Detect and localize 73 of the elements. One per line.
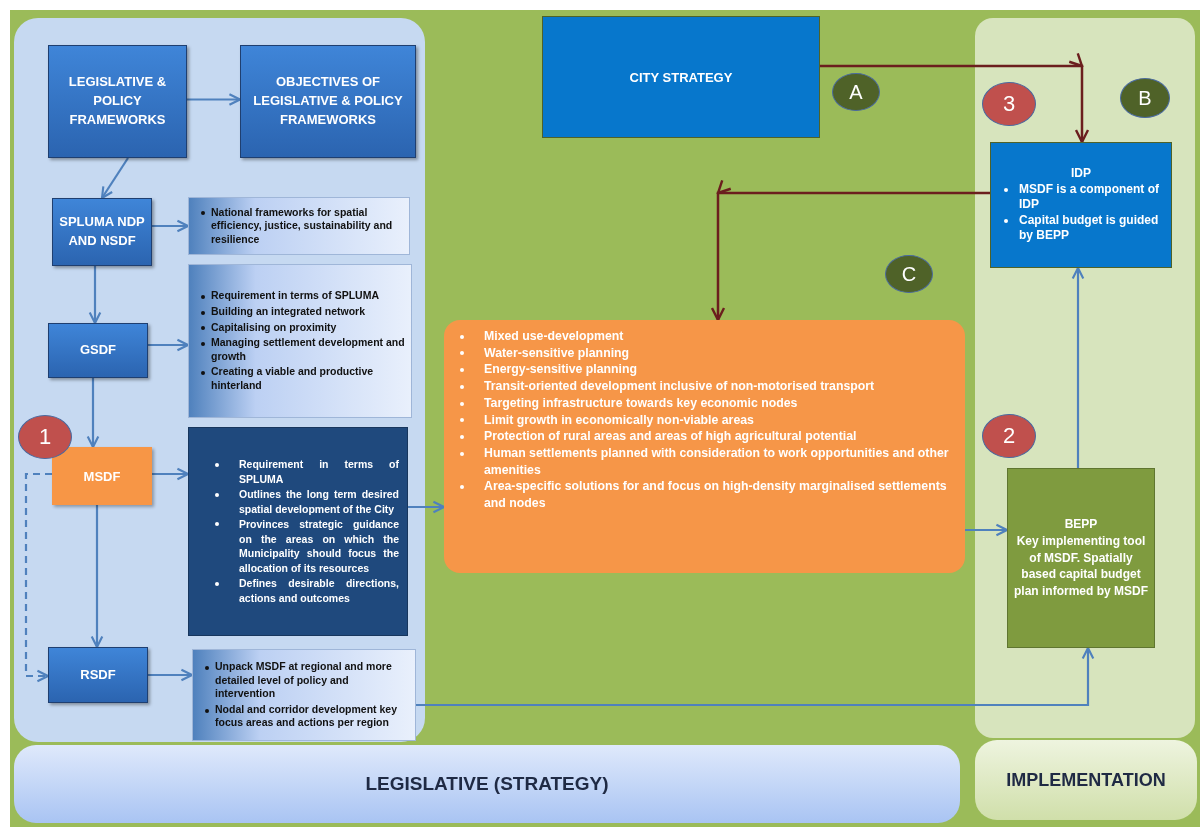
box-label: GSDF [79, 341, 117, 360]
arrow [152, 219, 190, 233]
bullet-item: Protection of rural areas and areas of high agricultural potential [484, 429, 857, 444]
process-box [1007, 468, 1155, 648]
process-box [48, 323, 148, 378]
bullet-item: Defines desirable directions, actions and outcomes [239, 577, 399, 605]
bullet-item: Transit-oriented development inclusive of non-motorised transport [484, 379, 875, 394]
bullet-item: Managing settlement development and growth [211, 336, 405, 362]
arrow [152, 467, 190, 481]
bullet-list-box [192, 649, 416, 741]
bullet-item: Mixed use-development [484, 329, 624, 343]
bullet-item: Requirement in terms of SPLUMA [211, 289, 380, 302]
arrow [86, 378, 100, 449]
arrow [408, 500, 446, 514]
bullet-item: Unpack MSDF at regional and more detailed level of policy and intervention [215, 659, 392, 700]
arrow [1071, 266, 1085, 468]
arrow [187, 93, 242, 106]
bullet-list-box [444, 320, 965, 573]
bullet-item: Nodal and corridor development key focus areas and actions per region [215, 702, 398, 729]
process-box [990, 142, 1172, 268]
bullet-item: Energy-sensitive planning [484, 362, 638, 377]
dashed-arrow [24, 472, 52, 683]
box-label: SPLUMA NDP AND NSDF [58, 213, 146, 250]
arrow [416, 646, 1095, 707]
bullet-item: Limit growth in economically non-viable areas [484, 412, 754, 427]
bullet-item: Provinces strategic guidance on the areas on which the Municipality should focus the allocation of its resources [239, 517, 399, 575]
process-box [52, 198, 152, 266]
process-box [240, 45, 416, 158]
section-band [14, 745, 960, 823]
bullet-item: National frameworks for spatial efficiency, justice, sustainability and resilience [211, 205, 393, 245]
bullet-list-box [188, 427, 408, 636]
bullet-list-box [188, 264, 412, 418]
box-label: 1 [38, 424, 52, 450]
bullet-item: Capitalising on proximity [211, 320, 337, 333]
arrow [711, 180, 990, 320]
bullet-item: Water-sensitive planning [484, 345, 630, 360]
box-label: 3 [1002, 91, 1016, 117]
bullet-item: Human settlements planned with consideration to work opportunities and other amenities [484, 446, 949, 477]
process-box [48, 45, 187, 158]
arrow [100, 157, 129, 200]
bullet-item: Building an integrated network [211, 304, 365, 317]
section-band [975, 740, 1197, 820]
arrow [88, 266, 102, 325]
arrow [965, 523, 1009, 537]
process-box [52, 447, 152, 505]
bullet-item: Requirement in terms of SPLUMA [239, 457, 399, 485]
box-label: MSDF [83, 468, 121, 484]
bullet-item: Capital budget is guided by BEPP [1019, 212, 1159, 243]
box-label: CITY STRATEGY [629, 69, 733, 85]
box-title: IDP [1070, 166, 1092, 182]
arrow [90, 505, 104, 649]
process-box [48, 647, 148, 703]
box-label: OBJECTIVES OF LEGISLATIVE & POLICY FRAMEWORKS [252, 73, 404, 129]
arrow [148, 668, 194, 682]
bullet-item: Targeting infrastructure towards key economic nodes [484, 395, 798, 410]
bullet-item: Creating a viable and productive hinterland [211, 365, 374, 392]
box-label: LEGISLATIVE (STRATEGY) [365, 773, 609, 795]
box-label: A [849, 80, 863, 104]
box-title: BEPP [1063, 516, 1099, 533]
box-label: IMPLEMENTATION [1006, 769, 1166, 791]
box-label: LEGISLATIVE & POLICY FRAMEWORKS [67, 73, 168, 129]
process-box [542, 16, 820, 138]
bullet-item: MSDF is a component of IDP [1019, 181, 1159, 212]
box-text: Key implementing tool of MSDF. Spatially based capital budget plan informed by MSDF [1014, 532, 1148, 600]
bullet-item: Outlines the long term desired spatial development of the City [239, 487, 399, 515]
arrow [820, 53, 1089, 142]
bullet-list-box [188, 197, 410, 255]
box-label: 2 [1002, 423, 1016, 449]
box-label: RSDF [80, 665, 116, 684]
box-label: C [901, 262, 917, 286]
box-label: B [1138, 86, 1152, 110]
bullet-item: Area-specific solutions for and focus on high-density marginalised settlements and nodes [484, 479, 947, 511]
arrow [148, 338, 190, 352]
